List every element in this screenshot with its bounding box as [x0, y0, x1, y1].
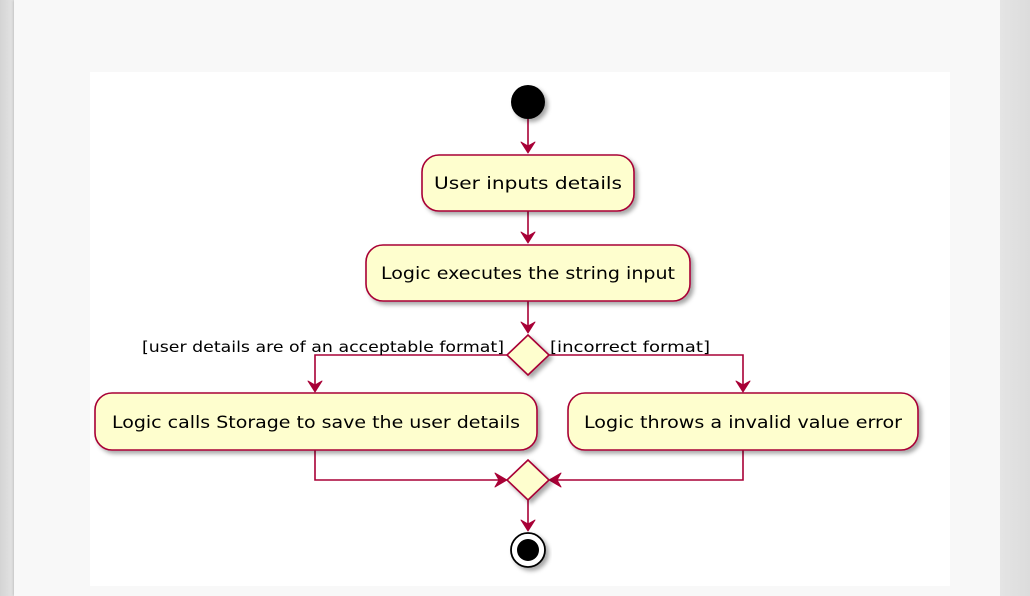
arrowhead-end [520, 519, 536, 532]
edge-error-to-merge [554, 450, 744, 481]
guard-incorrect-format: [incorrect format] [550, 338, 710, 356]
activity-user-inputs-details: User inputs details [421, 154, 635, 212]
edge-decision-to-save [314, 354, 508, 388]
decision-diamond [505, 333, 551, 377]
activity-logic-calls-storage: Logic calls Storage to save the user det… [94, 392, 538, 451]
window-gutter-right [1000, 0, 1030, 596]
end-node [510, 532, 546, 568]
arrowhead-merge-right [548, 472, 562, 488]
arrowhead-input [520, 141, 536, 154]
arrowhead-merge-left [494, 472, 508, 488]
activity-label-execute: Logic executes the string input [381, 264, 675, 284]
start-node [511, 85, 545, 119]
edge-decision-to-error [548, 354, 744, 388]
arrowhead-decision [520, 321, 536, 334]
window-gutter-left [0, 0, 14, 596]
activity-label-save: Logic calls Storage to save the user det… [112, 413, 520, 433]
guard-acceptable-format: [user details are of an acceptable forma… [142, 338, 504, 356]
activity-label-error: Logic throws a invalid value error [584, 413, 902, 433]
activity-logic-throws-error: Logic throws a invalid value error [567, 392, 919, 451]
activity-logic-executes: Logic executes the string input [365, 244, 691, 302]
arrowhead-error [735, 380, 751, 393]
merge-diamond [505, 458, 551, 502]
activity-label-input: User inputs details [434, 174, 622, 194]
arrowhead-save [307, 380, 323, 393]
arrowhead-execute [520, 231, 536, 244]
edge-save-to-merge [314, 450, 502, 481]
